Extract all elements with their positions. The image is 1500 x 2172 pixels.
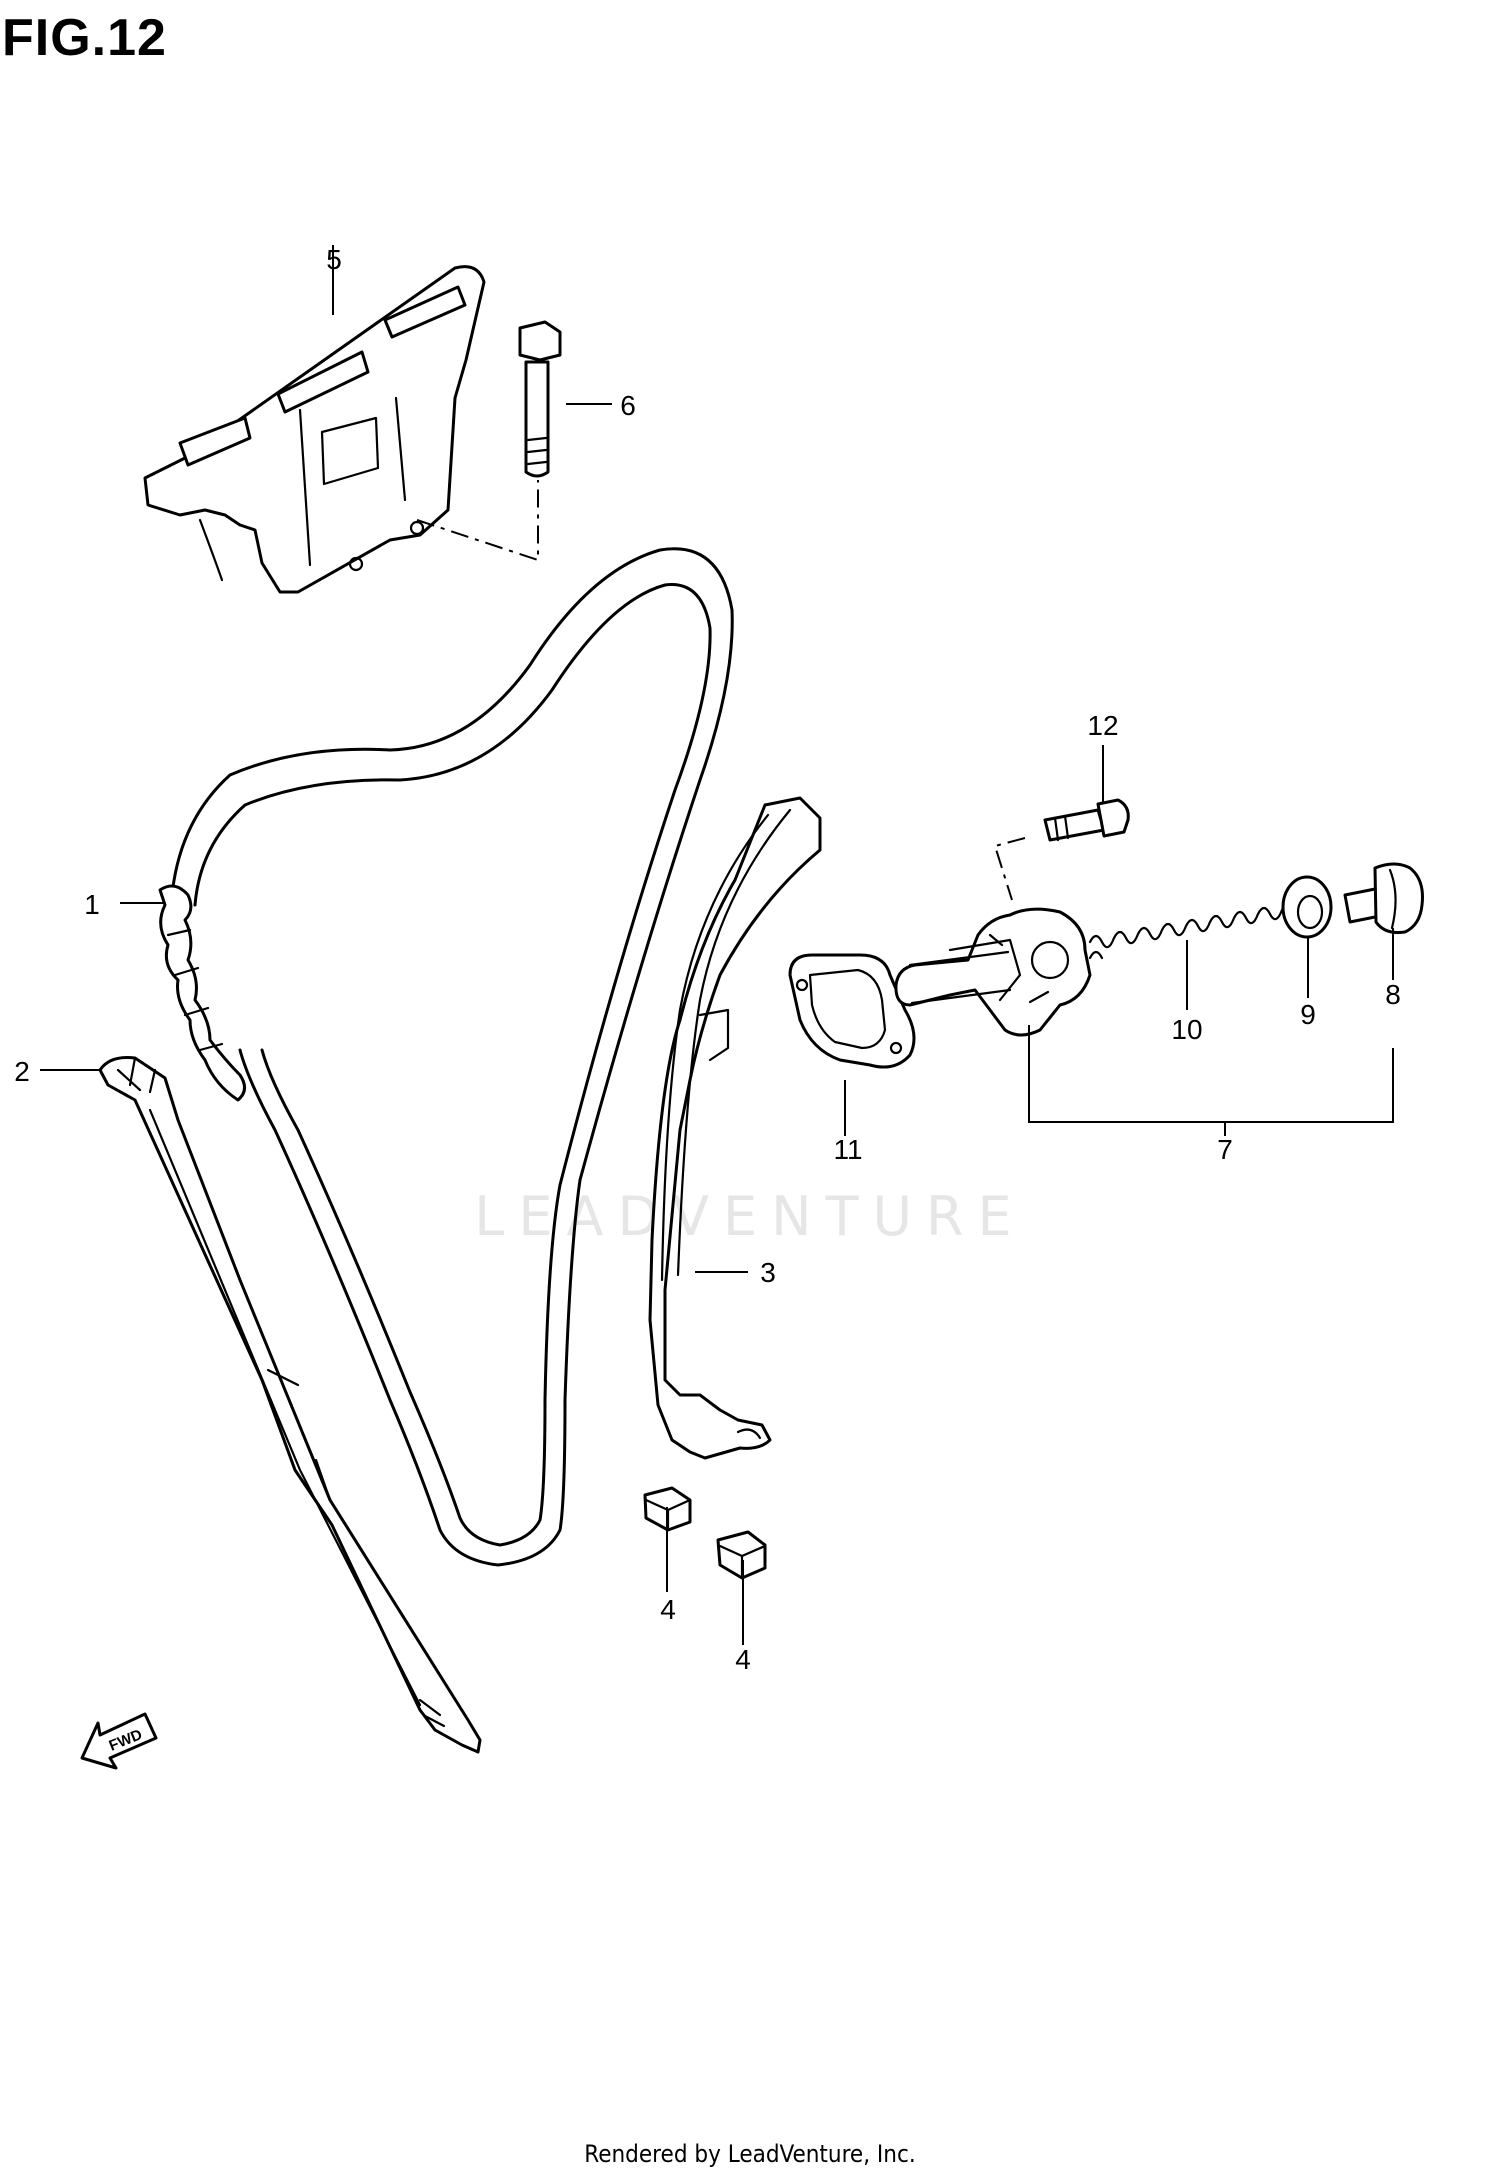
tensioner-spring[interactable] [1088, 892, 1309, 960]
cam-chain[interactable] [170, 547, 734, 1567]
leader-lines [40, 245, 1394, 1645]
callout-9: 9 [1300, 999, 1316, 1030]
guide-bolt[interactable] [518, 320, 562, 478]
upper-chain-guide[interactable] [143, 265, 486, 594]
callout-1: 1 [84, 889, 100, 920]
callout-7: 7 [1217, 1134, 1233, 1165]
tensioner-bolt[interactable] [1043, 798, 1130, 842]
watermark-text: LEADVENTURE [474, 1185, 1026, 1248]
callout-11: 11 [833, 1134, 863, 1165]
callout-12: 12 [1087, 710, 1119, 741]
rubber-damper-b[interactable] [716, 1530, 767, 1580]
callout-4a: 4 [660, 1594, 676, 1625]
callout-5: 5 [326, 244, 342, 275]
chain-link-detail[interactable] [158, 884, 246, 1102]
bolt-alignment-line [416, 480, 539, 562]
right-chain-guide[interactable] [648, 796, 822, 1460]
footer-credit: Rendered by LeadVenture, Inc. [584, 2140, 916, 2168]
callout-2: 2 [14, 1056, 30, 1087]
callout-10: 10 [1171, 1014, 1203, 1045]
bolt12-alignment-line [993, 837, 1026, 901]
figure-title: FIG.12 [2, 9, 167, 67]
tensioner-cap-bolt[interactable] [1343, 862, 1424, 934]
tensioner-gasket[interactable] [788, 953, 916, 1069]
tensioner-body[interactable] [894, 907, 1092, 1037]
callout-4b: 4 [735, 1644, 751, 1675]
callout-8: 8 [1385, 979, 1401, 1010]
callout-6: 6 [620, 390, 636, 421]
left-tension-guide[interactable] [98, 1056, 482, 1754]
fwd-arrow-icon: FWD [80, 1712, 158, 1770]
callout-3: 3 [760, 1257, 776, 1288]
washer[interactable] [1281, 875, 1333, 939]
